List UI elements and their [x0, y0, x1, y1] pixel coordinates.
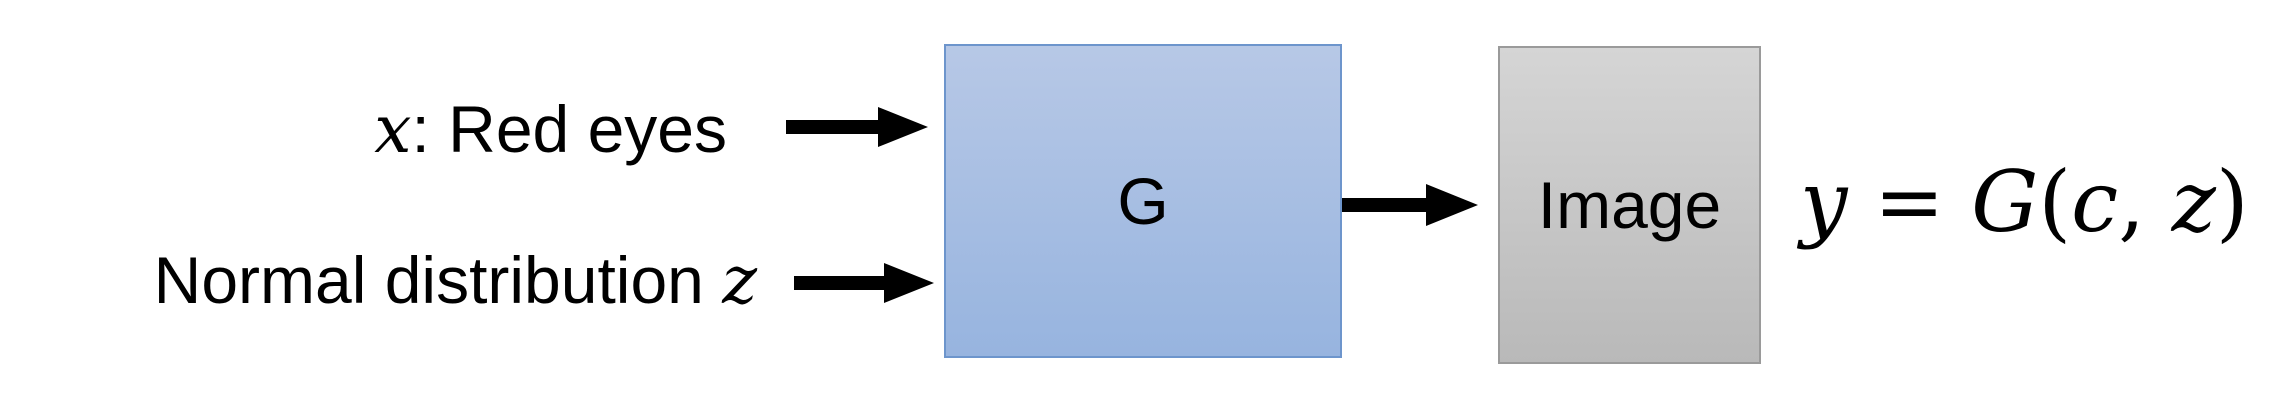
generator-label: G	[1117, 164, 1169, 238]
equation-comma: ,	[2118, 153, 2172, 251]
arrow-z-to-generator	[794, 263, 934, 303]
equation-y: y	[1800, 153, 1848, 251]
input-x-text: : Red eyes	[411, 92, 728, 166]
input-label-x: x: Red eyes	[374, 96, 727, 163]
equation-z: z	[2171, 153, 2216, 251]
equation-G: G	[1971, 153, 2039, 251]
output-image-box: Image	[1498, 46, 1761, 364]
output-equation: y = G(c, z)	[1800, 160, 2249, 244]
equation-close-paren: )	[2215, 153, 2249, 251]
arrow-x-to-generator	[786, 107, 928, 147]
output-image-label: Image	[1537, 168, 1722, 242]
equation-equals: =	[1847, 153, 1972, 251]
input-label-z: Normal distribution z	[154, 247, 757, 314]
generator-box: G	[944, 44, 1342, 358]
equation-c: c	[2071, 153, 2119, 251]
arrow-generator-to-image	[1336, 184, 1478, 226]
input-x-variable: x	[374, 91, 412, 168]
input-z-variable: z	[722, 242, 757, 319]
input-z-text: Normal distribution	[153, 243, 723, 317]
equation-open-paren: (	[2038, 153, 2072, 251]
